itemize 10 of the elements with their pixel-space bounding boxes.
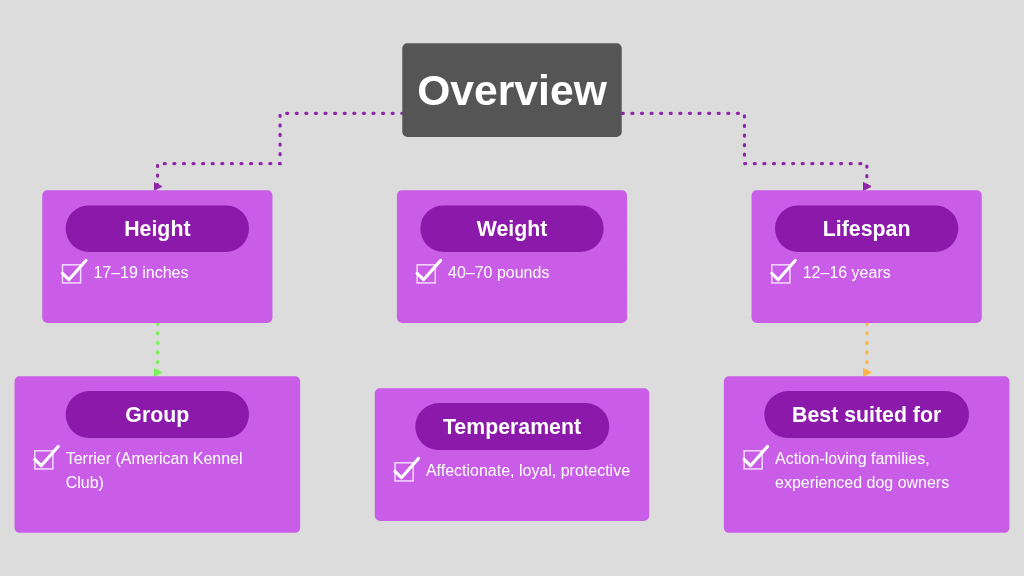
node-box: Overview xyxy=(402,43,622,137)
node-box: Weight 40–70 pounds xyxy=(396,190,628,323)
node-box: Lifespan 12–16 years xyxy=(751,190,982,323)
arrow xyxy=(620,111,872,192)
node-box: Group Terrier (American Kennel Club) xyxy=(14,376,301,533)
node-box: Temperament Affectionate, loyal, protective xyxy=(374,388,650,521)
node-box: Height 17–19 inches xyxy=(42,190,273,323)
arrow xyxy=(862,321,872,378)
arrow xyxy=(153,321,163,378)
node-box: Best suited for Action-loving families, experienced dog owners xyxy=(723,376,1010,533)
